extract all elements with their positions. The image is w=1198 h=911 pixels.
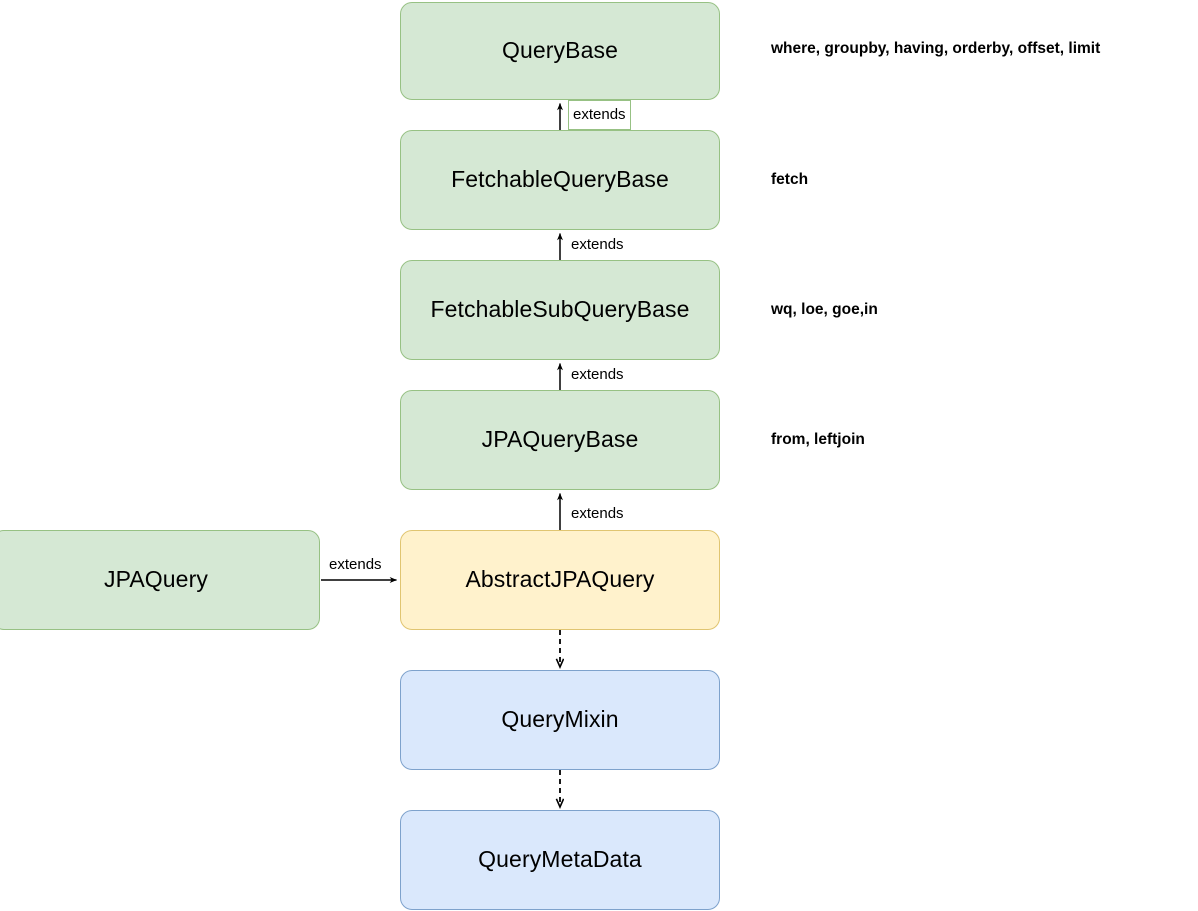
node-label-querybase: QueryBase — [502, 37, 618, 64]
edge-label-extends-4: extends — [571, 505, 624, 522]
note-fetchablesubquerybase-methods: wq, loe, goe,in — [771, 301, 878, 318]
edge-label-extends-5: extends — [329, 556, 382, 573]
node-querybase[interactable]: QueryBase — [400, 2, 720, 100]
note-querybase-methods: where, groupby, having, orderby, offset,… — [771, 40, 1101, 57]
node-label-fetchablesubquerybase: FetchableSubQueryBase — [430, 296, 690, 323]
edge-label-extends-2: extends — [571, 236, 624, 253]
node-label-fetchablequerybase: FetchableQueryBase — [451, 166, 669, 193]
node-fetchablesubquerybase[interactable]: FetchableSubQueryBase — [400, 260, 720, 360]
node-querymetadata[interactable]: QueryMetaData — [400, 810, 720, 910]
node-querymixin[interactable]: QueryMixin — [400, 670, 720, 770]
node-label-jpaquery: JPAQuery — [104, 566, 208, 593]
note-jpaquerybase-methods: from, leftjoin — [771, 431, 865, 448]
node-jpaquerybase[interactable]: JPAQueryBase — [400, 390, 720, 490]
node-label-jpaquerybase: JPAQueryBase — [481, 426, 639, 453]
node-label-querymetadata: QueryMetaData — [478, 846, 642, 873]
node-fetchablequerybase[interactable]: FetchableQueryBase — [400, 130, 720, 230]
edge-label-extends-1: extends — [568, 100, 631, 130]
node-label-querymixin: QueryMixin — [501, 706, 619, 733]
note-fetchablequerybase-methods: fetch — [771, 171, 809, 188]
node-label-abstractjpaquery: AbstractJPAQuery — [465, 566, 655, 593]
edge-label-extends-3: extends — [571, 366, 624, 383]
node-jpaquery[interactable]: JPAQuery — [0, 530, 320, 630]
node-abstractjpaquery[interactable]: AbstractJPAQuery — [400, 530, 720, 630]
